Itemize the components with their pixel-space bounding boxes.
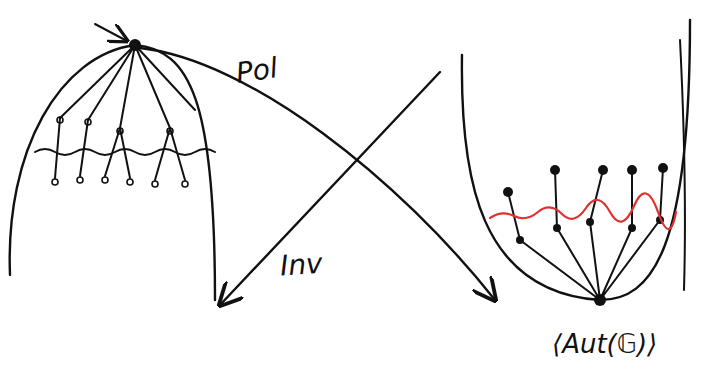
- map-label: Inv: [279, 249, 324, 283]
- tree-leaf: [182, 181, 188, 187]
- red-wavy-cut: [490, 193, 676, 229]
- tree-leaf: [127, 179, 133, 185]
- tree-leaf: [102, 177, 108, 183]
- tree-node: [167, 128, 173, 134]
- inv-arrow: [220, 72, 440, 305]
- root-dot: [594, 294, 606, 306]
- tree-branch: [60, 45, 195, 128]
- tree-branch: [520, 220, 660, 300]
- tree-node: [586, 218, 594, 226]
- pol-arrow: [140, 48, 495, 300]
- tree-leaf: [550, 165, 560, 175]
- tree-node: [516, 236, 524, 244]
- tree-node: [117, 128, 123, 134]
- dome-outline: [10, 45, 215, 300]
- group-label: ⟨Aut(𝔾)⟩: [552, 330, 657, 359]
- wavy-cut: [35, 149, 215, 155]
- tree-node: [57, 117, 63, 123]
- tree-node: [628, 224, 636, 232]
- pointer-arrow: [95, 24, 127, 41]
- bowl-outline: [462, 20, 690, 300]
- tree-leaf: [598, 165, 608, 175]
- tree-leaf: [503, 187, 513, 197]
- tree-leaf: [52, 179, 58, 185]
- tree-leaf: [658, 163, 668, 173]
- tree-leaf: [77, 177, 83, 183]
- tree-node: [553, 224, 561, 232]
- tree-branch: [508, 168, 663, 240]
- apex-dot: [129, 39, 141, 51]
- bowl-outline: [680, 40, 685, 290]
- tree-leaf: [627, 165, 637, 175]
- tree-node: [85, 119, 91, 125]
- tree-leaf: [152, 181, 158, 187]
- map-label: Pol: [234, 53, 280, 89]
